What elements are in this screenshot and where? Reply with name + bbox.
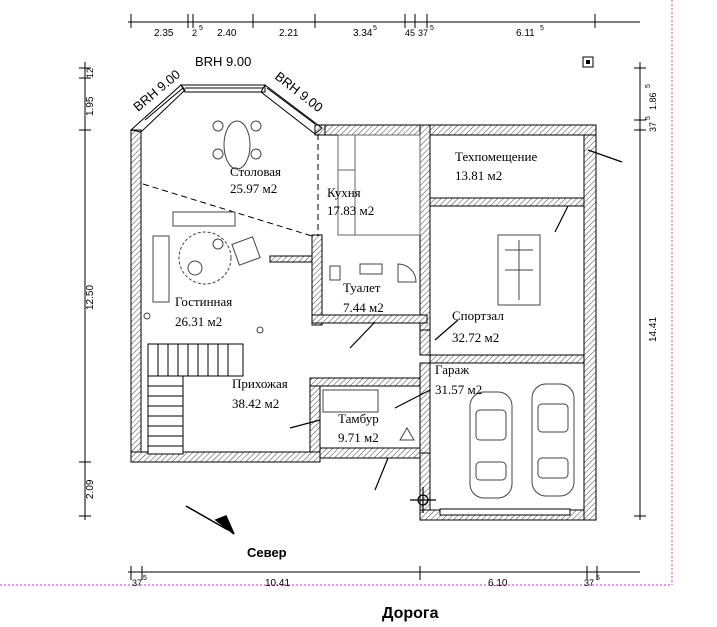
dim-bottom-1: 37 bbox=[132, 578, 142, 588]
dim-top-6: 3.34 bbox=[353, 28, 373, 39]
stair-treads bbox=[148, 344, 229, 447]
room-name-toilet: Туалет bbox=[343, 280, 381, 295]
north-label: Север bbox=[247, 545, 287, 560]
room-name-tambur: Тамбур bbox=[338, 411, 379, 426]
dim-top-3: 5 bbox=[199, 25, 203, 32]
room-name-hall: Прихожая bbox=[232, 376, 288, 391]
room-labels: Столовая 25.97 м2 Кухня 17.83 м2 Техпоме… bbox=[175, 149, 537, 445]
room-area-gym: 32.72 м2 bbox=[452, 330, 499, 345]
room-area-tambur: 9.71 м2 bbox=[338, 430, 379, 445]
window-label-top: BRH 9.00 bbox=[195, 54, 251, 69]
toilet-fixtures bbox=[329, 263, 417, 283]
dim-top-10: 5 bbox=[430, 25, 434, 32]
bay-window-glass bbox=[144, 87, 316, 125]
road-label: Дорога bbox=[382, 605, 439, 622]
dim-right-1: 37 bbox=[648, 122, 658, 132]
garage-door bbox=[439, 508, 571, 516]
north-arrow bbox=[185, 505, 235, 535]
dim-right-3: 1.86 bbox=[648, 92, 658, 110]
room-area-hall: 38.42 м2 bbox=[232, 396, 279, 411]
room-area-tech: 13.81 м2 bbox=[455, 168, 502, 183]
room-area-dining: 25.97 м2 bbox=[230, 181, 277, 196]
dim-left-3: 12.50 bbox=[85, 285, 96, 310]
room-name-tech: Техпомещение bbox=[455, 149, 537, 164]
staircase bbox=[147, 343, 244, 455]
room-name-dining: Столовая bbox=[230, 164, 281, 179]
bottom-dimension-labels: 37 5 10.41 6.10 37 5 bbox=[132, 575, 600, 589]
tambur-fixtures bbox=[322, 389, 415, 441]
dim-top-2: 2 bbox=[192, 28, 197, 38]
dim-bottom-2: 5 bbox=[143, 575, 147, 582]
dim-bottom-5: 37 bbox=[584, 578, 594, 588]
bay-window-walls bbox=[129, 84, 323, 135]
dining-table bbox=[212, 120, 262, 170]
dim-top-1: 2.35 bbox=[154, 28, 174, 39]
room-area-kitchen: 17.83 м2 bbox=[327, 203, 374, 218]
dim-right-4: 5 bbox=[645, 84, 652, 88]
window-label-right: BRH 9.00 bbox=[272, 69, 326, 116]
dim-right-5: 14.41 bbox=[648, 317, 659, 342]
gym-equipment bbox=[497, 234, 541, 306]
room-name-gym: Спортзал bbox=[452, 308, 504, 323]
dim-left-4: 2.09 bbox=[85, 479, 96, 499]
dim-top-7: 5 bbox=[373, 25, 377, 32]
room-area-garage: 31.57 м2 bbox=[435, 382, 482, 397]
room-area-toilet: 7.44 м2 bbox=[343, 300, 384, 315]
door-markers bbox=[289, 149, 623, 491]
dim-top-5: 2.21 bbox=[279, 28, 299, 39]
garage-cars bbox=[469, 383, 575, 499]
interior-walls bbox=[269, 124, 585, 454]
dim-top-4: 2.40 bbox=[217, 28, 237, 39]
corner-symbol bbox=[582, 56, 594, 68]
dim-bottom-3: 10.41 bbox=[265, 578, 290, 589]
dim-left-1: 12 bbox=[85, 68, 95, 78]
right-dimension-labels: 37 5 1.86 5 14.41 bbox=[645, 84, 659, 342]
page-guides bbox=[0, 0, 673, 586]
room-name-living: Гостинная bbox=[175, 294, 232, 309]
room-name-kitchen: Кухня bbox=[327, 185, 361, 200]
dimension-lines bbox=[79, 14, 646, 580]
dim-top-8: 45 bbox=[405, 28, 415, 38]
living-furniture bbox=[143, 211, 264, 334]
dim-left-2: 1.95 bbox=[85, 96, 96, 116]
left-dimension-labels: 12 1.95 12.50 2.09 bbox=[85, 68, 96, 499]
dim-top-9: 37 bbox=[418, 28, 428, 38]
dim-bottom-6: 5 bbox=[596, 575, 600, 582]
room-area-living: 26.31 м2 bbox=[175, 314, 222, 329]
dim-top-11: 6.11 bbox=[516, 28, 535, 39]
dim-bottom-4: 6.10 bbox=[488, 578, 508, 589]
kitchen-counter bbox=[337, 134, 421, 236]
top-dimension-labels: 2.35 2 5 2.40 2.21 3.34 5 45 37 5 6.11 5 bbox=[154, 25, 544, 39]
dim-top-12: 5 bbox=[540, 25, 544, 32]
dim-right-2: 5 bbox=[645, 116, 652, 120]
room-name-garage: Гараж bbox=[435, 362, 470, 377]
entry-marker bbox=[410, 487, 436, 513]
zone-dividers bbox=[142, 134, 319, 237]
